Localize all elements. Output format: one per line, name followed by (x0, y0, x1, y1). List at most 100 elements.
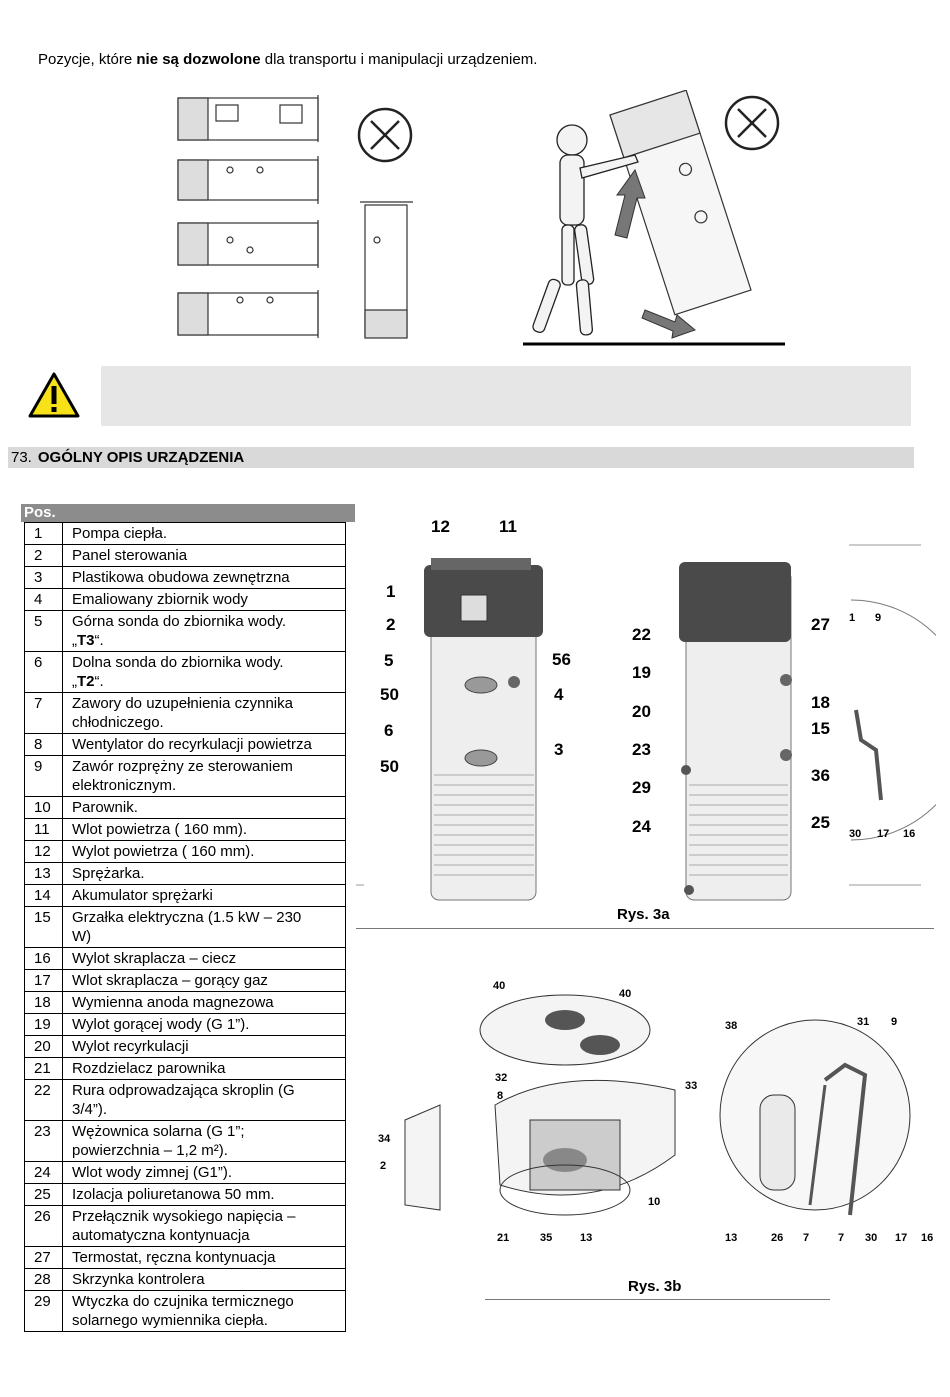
svg-text:17: 17 (895, 1232, 907, 1244)
svg-text:16: 16 (903, 828, 915, 840)
svg-text:6: 6 (384, 721, 393, 740)
position-description: Panel sterowania (62, 544, 346, 567)
divider (356, 928, 934, 929)
position-description: Górna sonda do zbiornika wody.„T3“. (62, 610, 346, 652)
svg-text:36: 36 (811, 766, 830, 785)
position-description: Emaliowany zbiornik wody (62, 588, 346, 611)
svg-text:11: 11 (499, 517, 517, 536)
svg-text:1: 1 (386, 582, 395, 601)
svg-text:1: 1 (849, 612, 855, 624)
position-number: 2 (24, 544, 63, 567)
svg-text:23: 23 (632, 740, 651, 759)
position-number: 11 (24, 818, 63, 841)
svg-text:29: 29 (632, 778, 651, 797)
section-header: 73.OGÓLNY OPIS URZĄDZENIA (8, 447, 914, 468)
position-description: Termostat, ręczna kontynuacja (62, 1246, 346, 1269)
position-description: Przełącznik wysokiego napięcia –automaty… (62, 1205, 346, 1247)
svg-text:8: 8 (497, 1090, 503, 1102)
position-description: Akumulator sprężarki (62, 884, 346, 907)
svg-text:25: 25 (811, 813, 830, 832)
position-description: Wentylator do recyrkulacji powietrza (62, 733, 346, 756)
svg-text:7: 7 (838, 1232, 844, 1244)
intro-text: Pozycje, które nie są dozwolone dla tran… (38, 51, 538, 68)
position-number: 13 (24, 862, 63, 885)
svg-text:9: 9 (891, 1016, 897, 1028)
position-description: Dolna sonda do zbiornika wody.„T2“. (62, 651, 346, 693)
svg-text:31: 31 (857, 1016, 869, 1028)
position-description: Izolacja poliuretanowa 50 mm. (62, 1183, 346, 1206)
svg-text:24: 24 (632, 817, 651, 836)
svg-text:30: 30 (865, 1232, 877, 1244)
figure-3a-caption: Rys. 3a (617, 906, 670, 923)
position-number: 23 (24, 1120, 63, 1162)
svg-text:32: 32 (495, 1072, 507, 1084)
position-number: 20 (24, 1035, 63, 1058)
position-number: 16 (24, 947, 63, 970)
svg-text:50: 50 (380, 685, 399, 704)
svg-text:9: 9 (875, 612, 881, 624)
position-number: 26 (24, 1205, 63, 1247)
position-description: Skrzynka kontrolera (62, 1268, 346, 1291)
warning-icon (28, 372, 80, 418)
svg-text:13: 13 (725, 1232, 737, 1244)
forbidden-positions-illustration (177, 90, 785, 346)
position-number: 3 (24, 566, 63, 589)
svg-text:40: 40 (493, 980, 505, 992)
position-description: Wylot skraplacza – ciecz (62, 947, 346, 970)
svg-text:16: 16 (921, 1232, 933, 1244)
svg-text:22: 22 (632, 625, 651, 644)
svg-text:18: 18 (811, 693, 830, 712)
position-number: 6 (24, 651, 63, 693)
warning-box (101, 366, 911, 426)
svg-text:21: 21 (497, 1232, 509, 1244)
position-number: 12 (24, 840, 63, 863)
svg-text:13: 13 (580, 1232, 592, 1244)
position-description: Rozdzielacz parownika (62, 1057, 346, 1080)
position-number: 18 (24, 991, 63, 1014)
svg-text:27: 27 (811, 615, 830, 634)
svg-text:34: 34 (378, 1133, 391, 1145)
position-number: 14 (24, 884, 63, 907)
position-number: 22 (24, 1079, 63, 1121)
position-number: 4 (24, 588, 63, 611)
position-number: 27 (24, 1246, 63, 1269)
position-description: Wlot wody zimnej (G1”). (62, 1161, 346, 1184)
table-header: Pos. (21, 504, 355, 522)
position-description: Parownik. (62, 796, 346, 819)
position-description: Wlot powietrza ( 160 mm). (62, 818, 346, 841)
svg-text:30: 30 (849, 828, 861, 840)
svg-text:38: 38 (725, 1020, 737, 1032)
svg-text:17: 17 (877, 828, 889, 840)
svg-text:40: 40 (619, 988, 631, 1000)
position-description: Wymienna anoda magnezowa (62, 991, 346, 1014)
position-number: 10 (24, 796, 63, 819)
position-description: Wylot recyrkulacji (62, 1035, 346, 1058)
svg-text:50: 50 (380, 757, 399, 776)
svg-text:12: 12 (431, 517, 450, 536)
svg-text:19: 19 (632, 663, 651, 682)
svg-text:33: 33 (685, 1080, 697, 1092)
